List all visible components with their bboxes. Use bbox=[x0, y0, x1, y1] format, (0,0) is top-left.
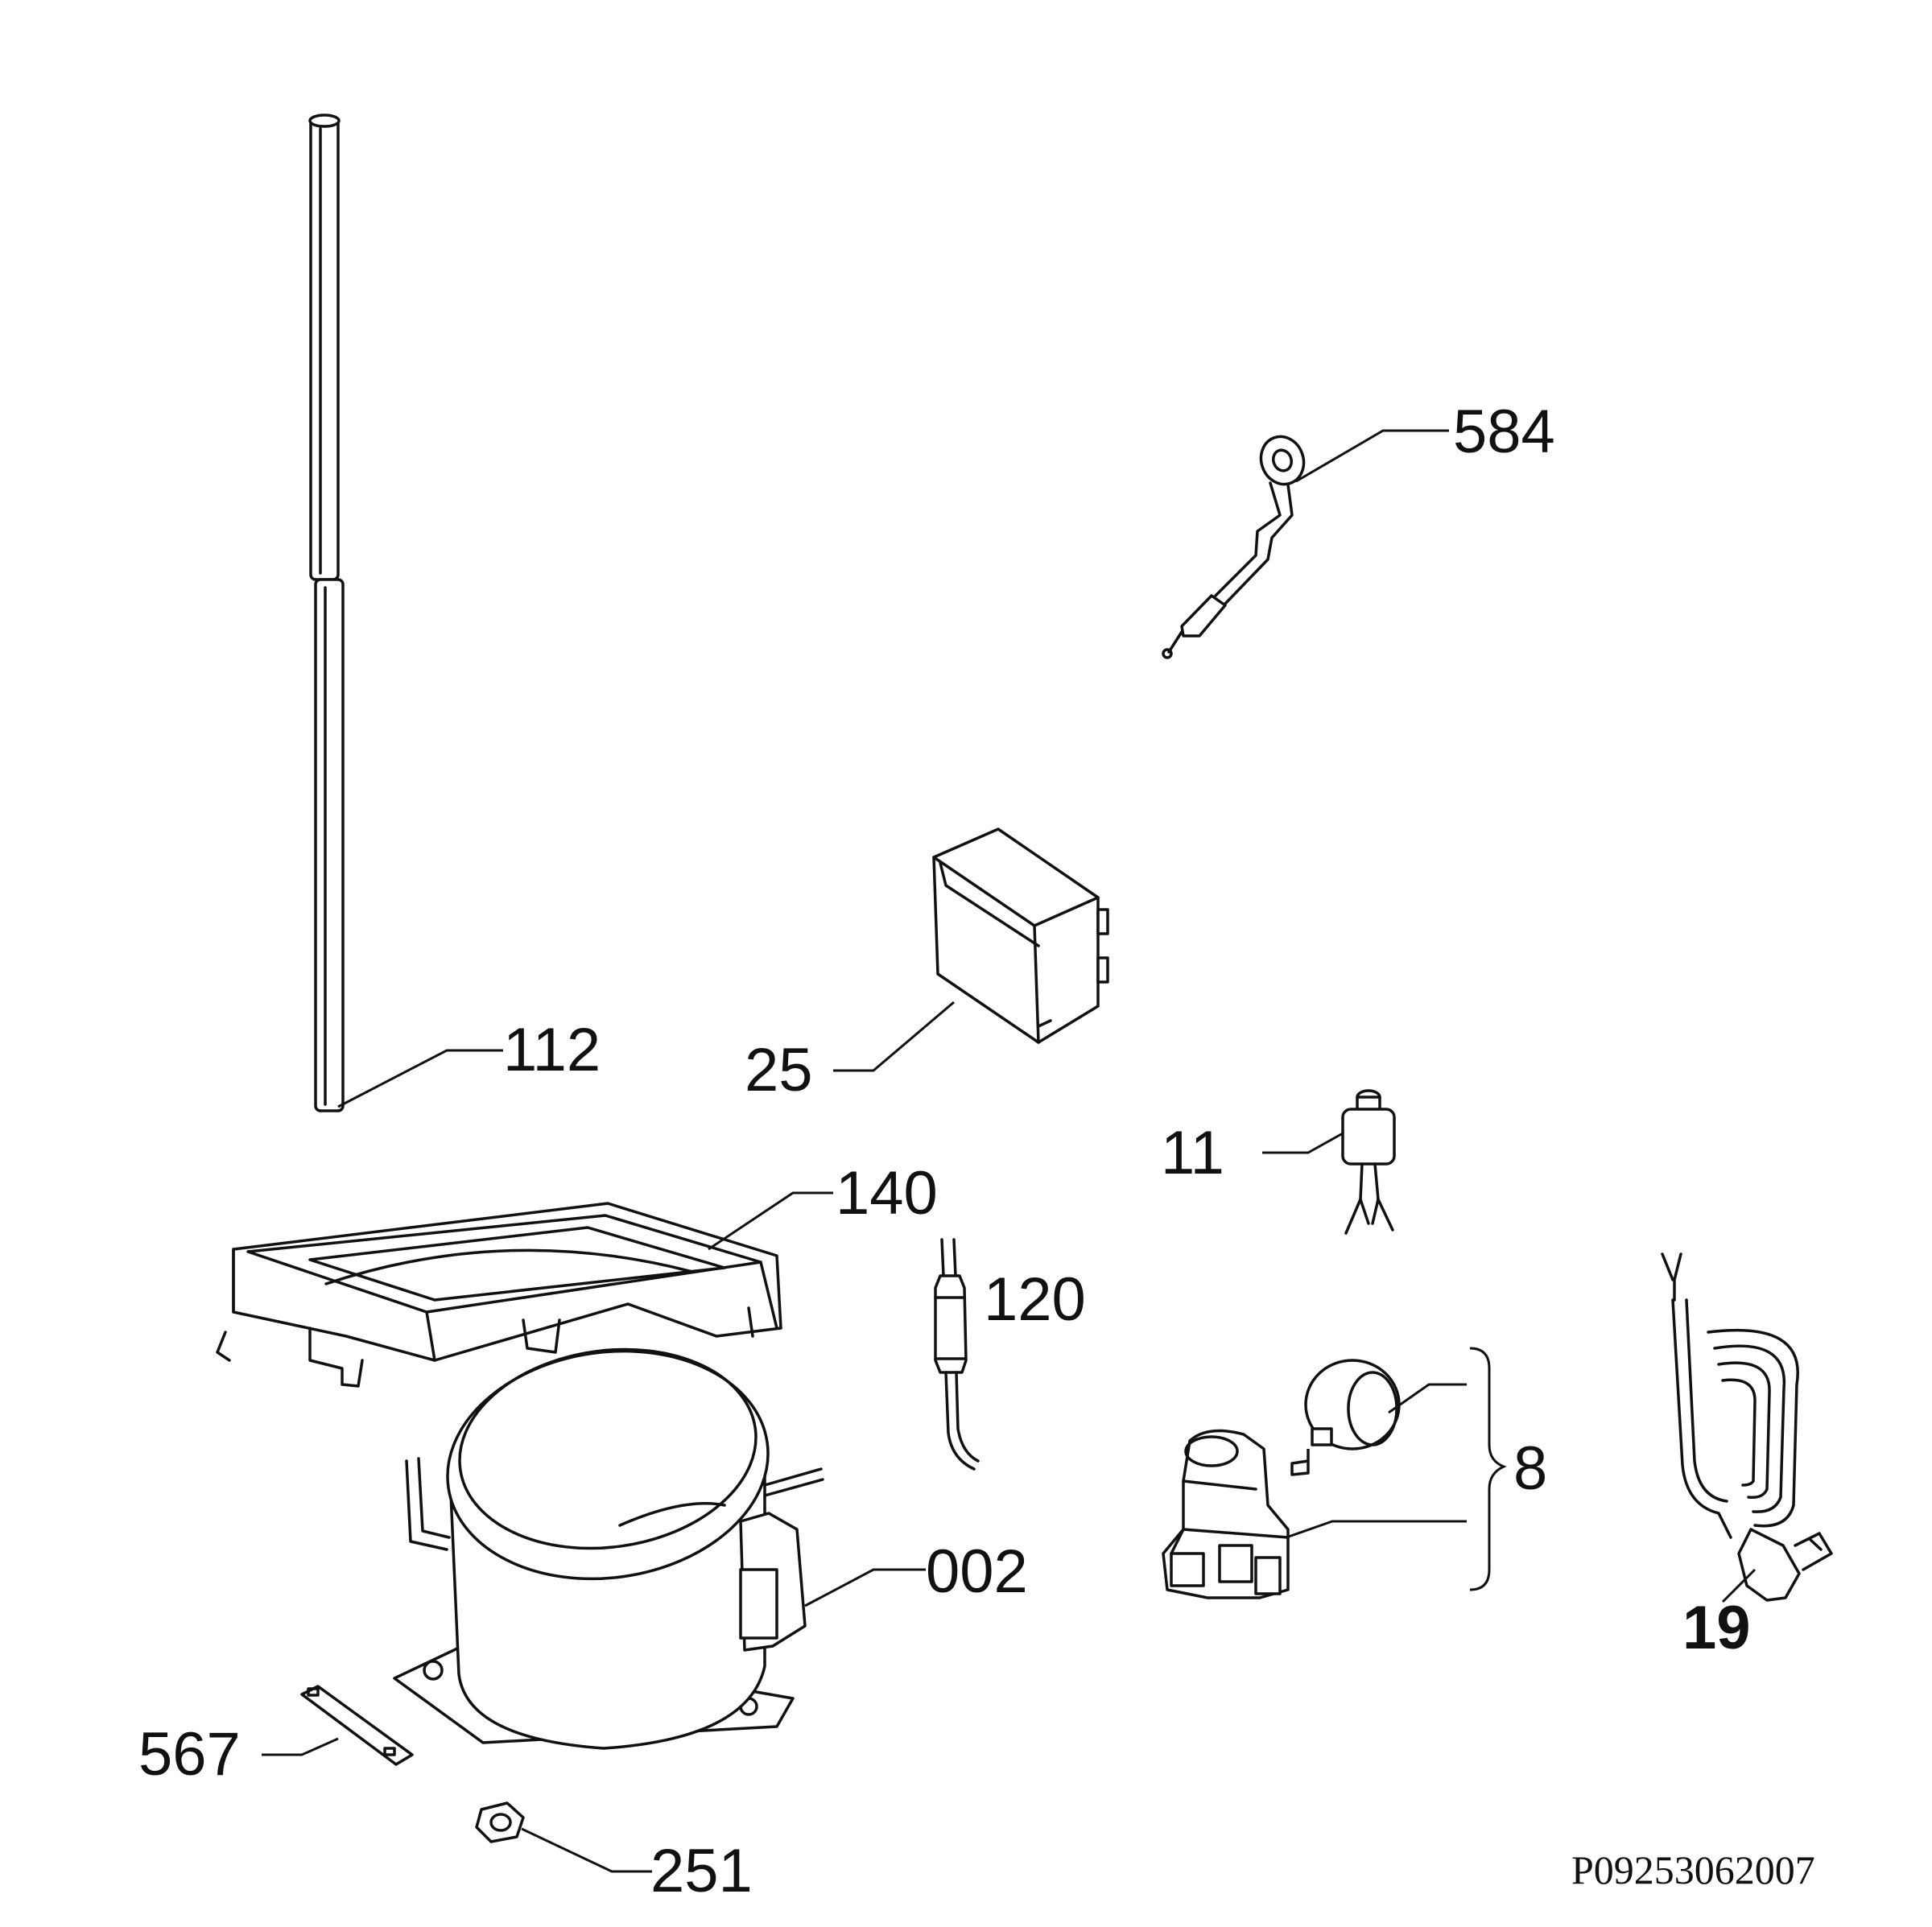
leader-8-upper bbox=[1388, 1383, 1467, 1414]
drawing-id: P09253062007 bbox=[1571, 1847, 1815, 1892]
part-112-tube bbox=[308, 113, 345, 1112]
leader-140 bbox=[708, 1191, 833, 1251]
leader-567 bbox=[262, 1737, 339, 1756]
leader-251 bbox=[521, 1827, 652, 1873]
callout-120: 120 bbox=[984, 1265, 1086, 1334]
callout-11: 11 bbox=[1161, 1119, 1224, 1187]
part-120-filter-drier bbox=[934, 1238, 980, 1471]
leader-19 bbox=[1721, 1568, 1757, 1603]
callout-19: 19 bbox=[1682, 1594, 1751, 1662]
part-25-relay-cover bbox=[932, 827, 1109, 1044]
brace-8 bbox=[1469, 1347, 1507, 1591]
part-140-base-tray bbox=[216, 1202, 782, 1388]
part-002-compressor bbox=[393, 1347, 824, 1750]
leader-112 bbox=[337, 1049, 503, 1108]
part-584-sensor-probe bbox=[1162, 435, 1306, 659]
callout-567: 567 bbox=[138, 1720, 241, 1789]
part-11-component bbox=[1341, 1089, 1396, 1235]
part-19-heater bbox=[1661, 1252, 1833, 1602]
leader-584 bbox=[1295, 429, 1449, 483]
callout-25: 25 bbox=[745, 1036, 813, 1104]
part-251-nut bbox=[475, 1801, 525, 1843]
callout-584: 584 bbox=[1453, 398, 1555, 466]
leader-8-lower bbox=[1286, 1520, 1467, 1539]
leader-002 bbox=[804, 1568, 926, 1607]
callout-112: 112 bbox=[503, 1016, 601, 1084]
callout-140: 140 bbox=[836, 1159, 938, 1228]
callout-251: 251 bbox=[650, 1837, 753, 1905]
leader-11 bbox=[1262, 1132, 1344, 1154]
callout-002: 002 bbox=[926, 1537, 1028, 1606]
callout-8: 8 bbox=[1513, 1434, 1547, 1503]
leader-25 bbox=[833, 1001, 955, 1072]
part-567-mounting-plate bbox=[300, 1685, 414, 1766]
part-8-starting-device bbox=[1162, 1359, 1401, 1599]
